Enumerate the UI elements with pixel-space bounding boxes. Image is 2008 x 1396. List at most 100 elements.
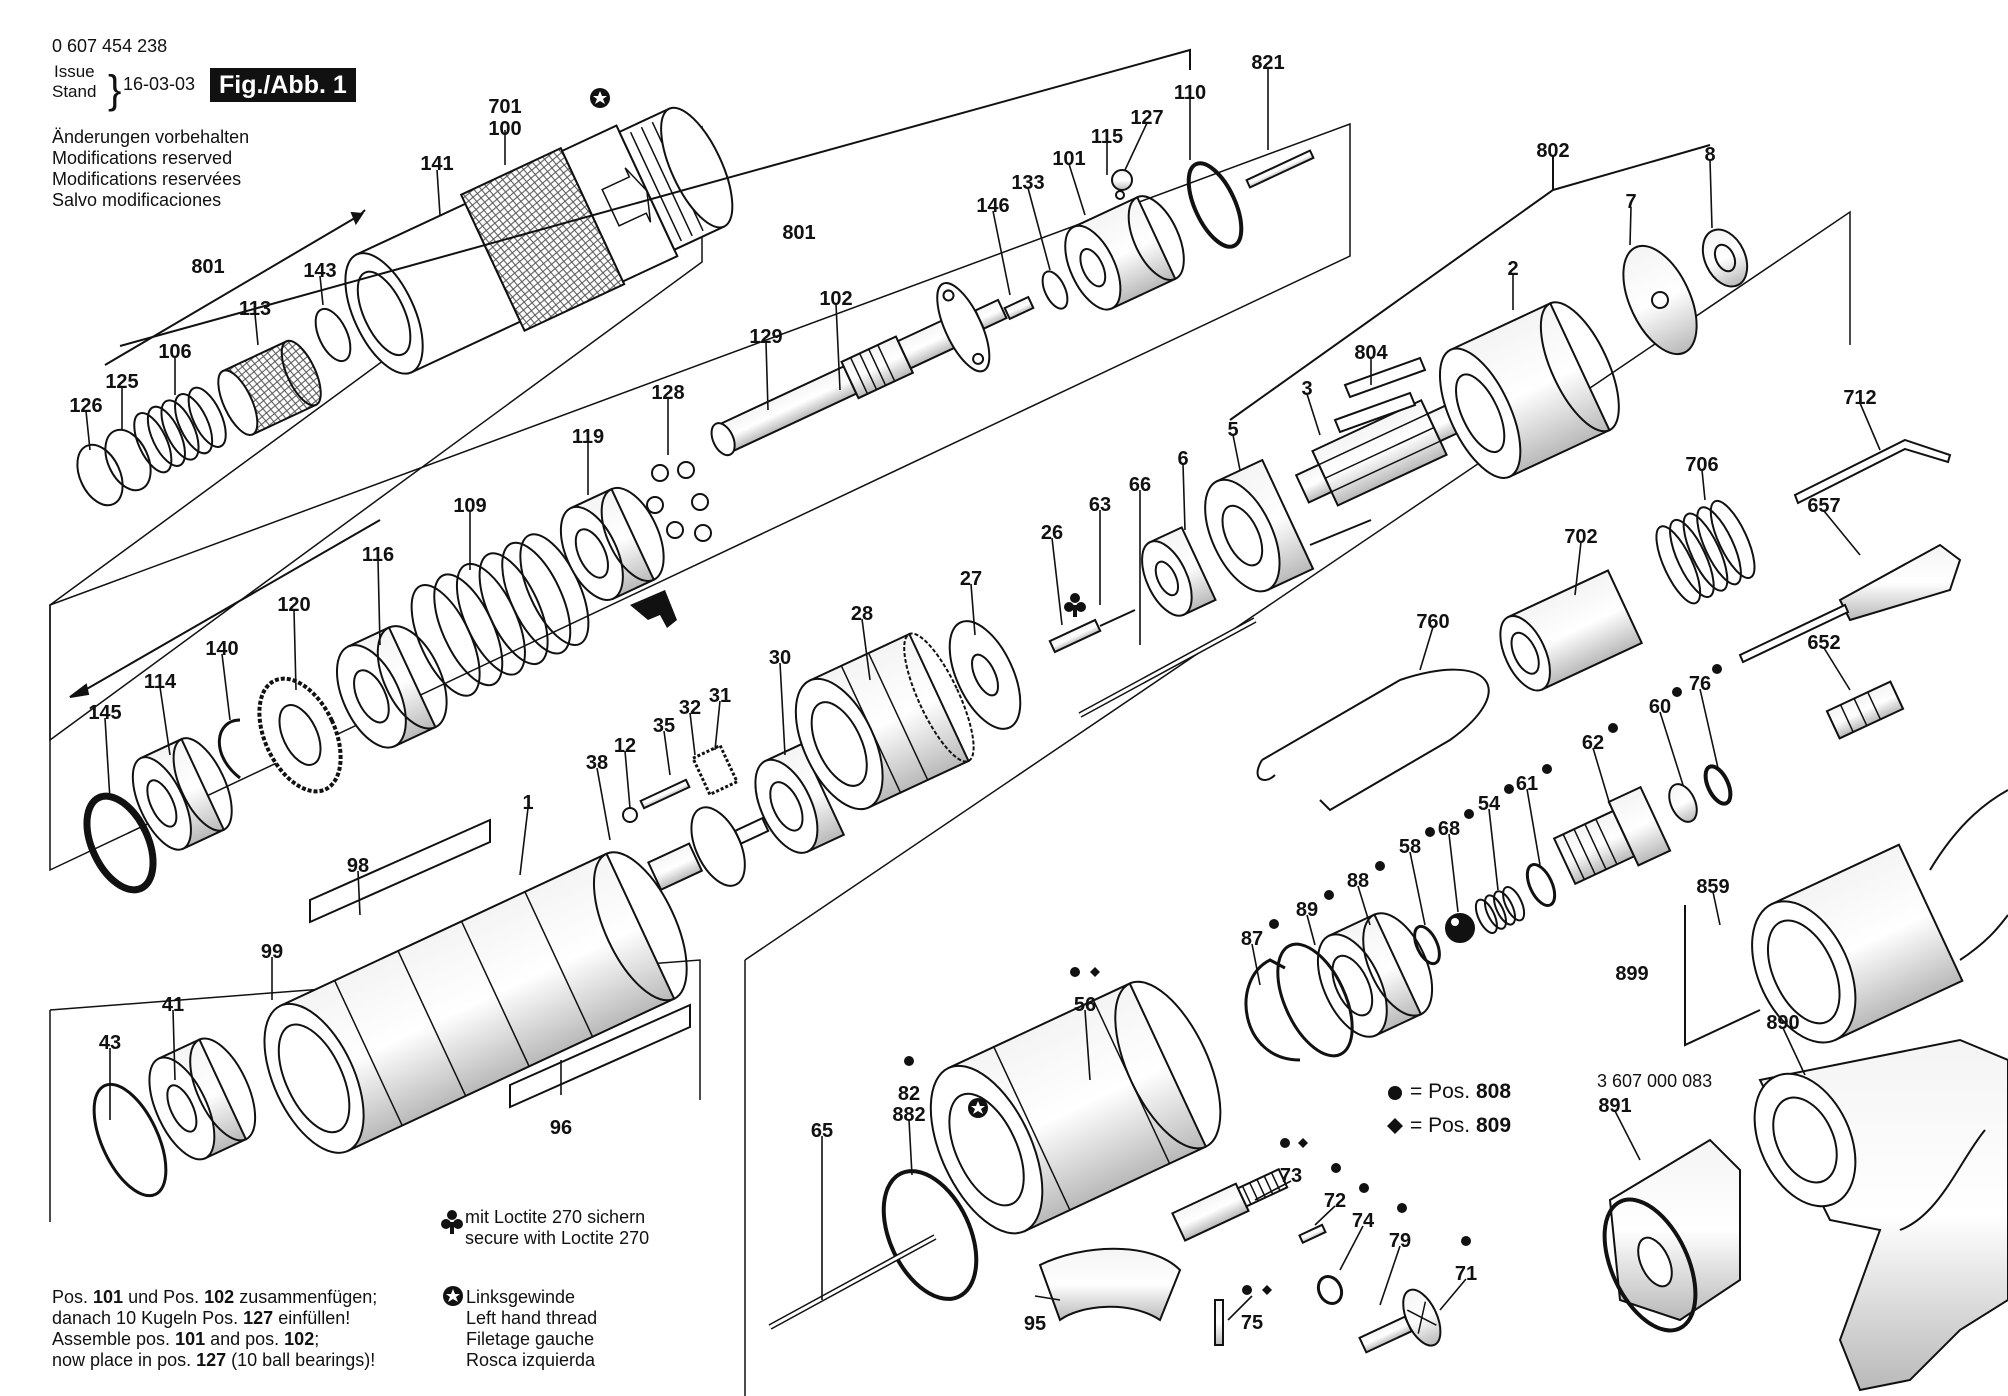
assembly-note-part: Assemble pos.	[52, 1329, 176, 1349]
part-callout-56: 56	[1073, 994, 1097, 1016]
assembly-note-part: danach 10 Kugeln Pos.	[52, 1308, 244, 1328]
part-callout-101: 101	[1052, 148, 1086, 170]
part-callout-58: 58	[1398, 836, 1422, 858]
part-callout-72: 72	[1323, 1190, 1347, 1212]
part-callout-102: 102	[819, 288, 853, 310]
part-callout-2: 2	[1507, 258, 1519, 280]
part-callout-35: 35	[652, 715, 676, 737]
part-callout-98: 98	[346, 855, 370, 877]
part-callout-73: 73	[1279, 1165, 1303, 1187]
legend-dot-pos: 808	[1475, 1080, 1512, 1103]
part-callout-126: 126	[69, 395, 103, 417]
part-callout-859: 859	[1696, 876, 1730, 898]
part-callout-899: 899	[1615, 963, 1649, 985]
part-callout-38: 38	[585, 752, 609, 774]
part-callout-88: 88	[1346, 870, 1370, 892]
part-callout-1: 1	[522, 792, 534, 814]
part-callout-106: 106	[158, 341, 192, 363]
part-callout-129: 129	[749, 326, 783, 348]
part-callout-145: 145	[88, 702, 122, 724]
part-callout-96: 96	[549, 1117, 573, 1139]
part-callout-75: 75	[1240, 1312, 1264, 1334]
part-callout-801: 801	[191, 256, 225, 278]
part-callout-65: 65	[810, 1120, 834, 1142]
club-icon	[1064, 593, 1086, 617]
part-callout-27: 27	[959, 568, 983, 590]
stand-label: Stand	[52, 82, 97, 101]
assembly-note-part: und Pos.	[123, 1287, 205, 1307]
part-callout-882: 882	[892, 1104, 926, 1126]
diamond-icon	[1090, 967, 1403, 1295]
lh-thread-fr: Filetage gauche	[466, 1329, 595, 1349]
part-callout-100: 100	[488, 118, 522, 140]
kit-number: 3 607 000 083	[1597, 1071, 1713, 1091]
document-number: 0 607 454 238	[52, 36, 168, 56]
part-callout-32: 32	[678, 697, 702, 719]
part-callout-890: 890	[1766, 1012, 1800, 1034]
part-callout-6: 6	[1177, 448, 1189, 470]
change-note-en: Modifications reserved	[52, 148, 233, 168]
part-callout-891: 891	[1598, 1095, 1632, 1117]
assembly-note-part: 102	[204, 1287, 235, 1307]
part-callout-113: 113	[238, 298, 272, 320]
assembly-note-part: (10 ball bearings)!	[226, 1350, 376, 1370]
part-callout-26: 26	[1040, 522, 1064, 544]
star-circle-icon	[590, 88, 610, 108]
part-callout-82: 82	[897, 1083, 921, 1105]
assembly-note-line: danach 10 Kugeln Pos. 127 einfüllen!	[52, 1308, 350, 1329]
part-callout-652: 652	[1807, 632, 1841, 654]
part-callout-87: 87	[1240, 928, 1264, 950]
part-callout-79: 79	[1388, 1230, 1412, 1252]
loctite-note-en: secure with Loctite 270	[465, 1228, 650, 1248]
part-callout-712: 712	[1843, 387, 1877, 409]
part-callout-141: 141	[420, 153, 454, 175]
assembly-note-part: 127	[196, 1350, 227, 1370]
part-callout-5: 5	[1227, 419, 1239, 441]
legend-diamond-line: = Pos. 809	[1410, 1114, 1511, 1138]
part-callout-54: 54	[1477, 793, 1501, 815]
assembly-note-line: now place in pos. 127 (10 ball bearings)…	[52, 1350, 375, 1371]
assembly-note-part: 101	[175, 1329, 206, 1349]
issue-label: Issue	[54, 62, 95, 81]
part-callout-701: 701	[488, 96, 522, 118]
part-callout-109: 109	[453, 495, 487, 517]
lh-thread-es: Rosca izquierda	[466, 1350, 596, 1370]
lh-thread-de: Linksgewinde	[466, 1287, 576, 1307]
part-callout-114: 114	[143, 671, 177, 693]
lh-thread-en: Left hand thread	[466, 1308, 598, 1328]
star-circle-icon	[443, 1286, 463, 1306]
part-callout-68: 68	[1437, 818, 1461, 840]
part-callout-804: 804	[1354, 342, 1388, 364]
part-callout-61: 61	[1515, 773, 1539, 795]
legend-dot-line: = Pos. 808	[1410, 1080, 1511, 1104]
change-note-es: Salvo modificaciones	[52, 190, 222, 210]
assembly-note-part: einfüllen!	[273, 1308, 351, 1328]
part-callout-12: 12	[613, 735, 637, 757]
part-callout-41: 41	[161, 994, 185, 1016]
part-callout-43: 43	[98, 1032, 122, 1054]
part-callout-120: 120	[277, 594, 311, 616]
part-callout-821: 821	[1251, 52, 1285, 74]
part-callout-115: 115	[1090, 126, 1124, 148]
part-callout-31: 31	[708, 685, 732, 707]
part-callout-657: 657	[1807, 495, 1841, 517]
part-callout-702: 702	[1564, 526, 1598, 548]
part-callout-62: 62	[1581, 732, 1605, 754]
part-callout-66: 66	[1128, 474, 1152, 496]
assembly-note-line: Assemble pos. 101 and pos. 102;	[52, 1329, 319, 1350]
part-callout-110: 110	[1173, 82, 1207, 104]
assembly-note-part: 127	[243, 1308, 274, 1328]
part-callout-99: 99	[260, 941, 284, 963]
part-callout-143: 143	[303, 260, 337, 282]
assembly-note-part: 101	[93, 1287, 124, 1307]
star-circle-icon	[968, 1098, 988, 1118]
part-callout-760: 760	[1416, 611, 1450, 633]
legend-diamond-prefix: = Pos.	[1410, 1114, 1471, 1137]
part-callout-140: 140	[205, 638, 239, 660]
assembly-note-line: Pos. 101 und Pos. 102 zusammenfügen;	[52, 1287, 377, 1308]
part-callout-3: 3	[1301, 378, 1313, 400]
figure-label: Fig./Abb. 1	[210, 68, 356, 102]
part-callout-76: 76	[1688, 673, 1712, 695]
part-callout-802: 802	[1536, 140, 1570, 162]
